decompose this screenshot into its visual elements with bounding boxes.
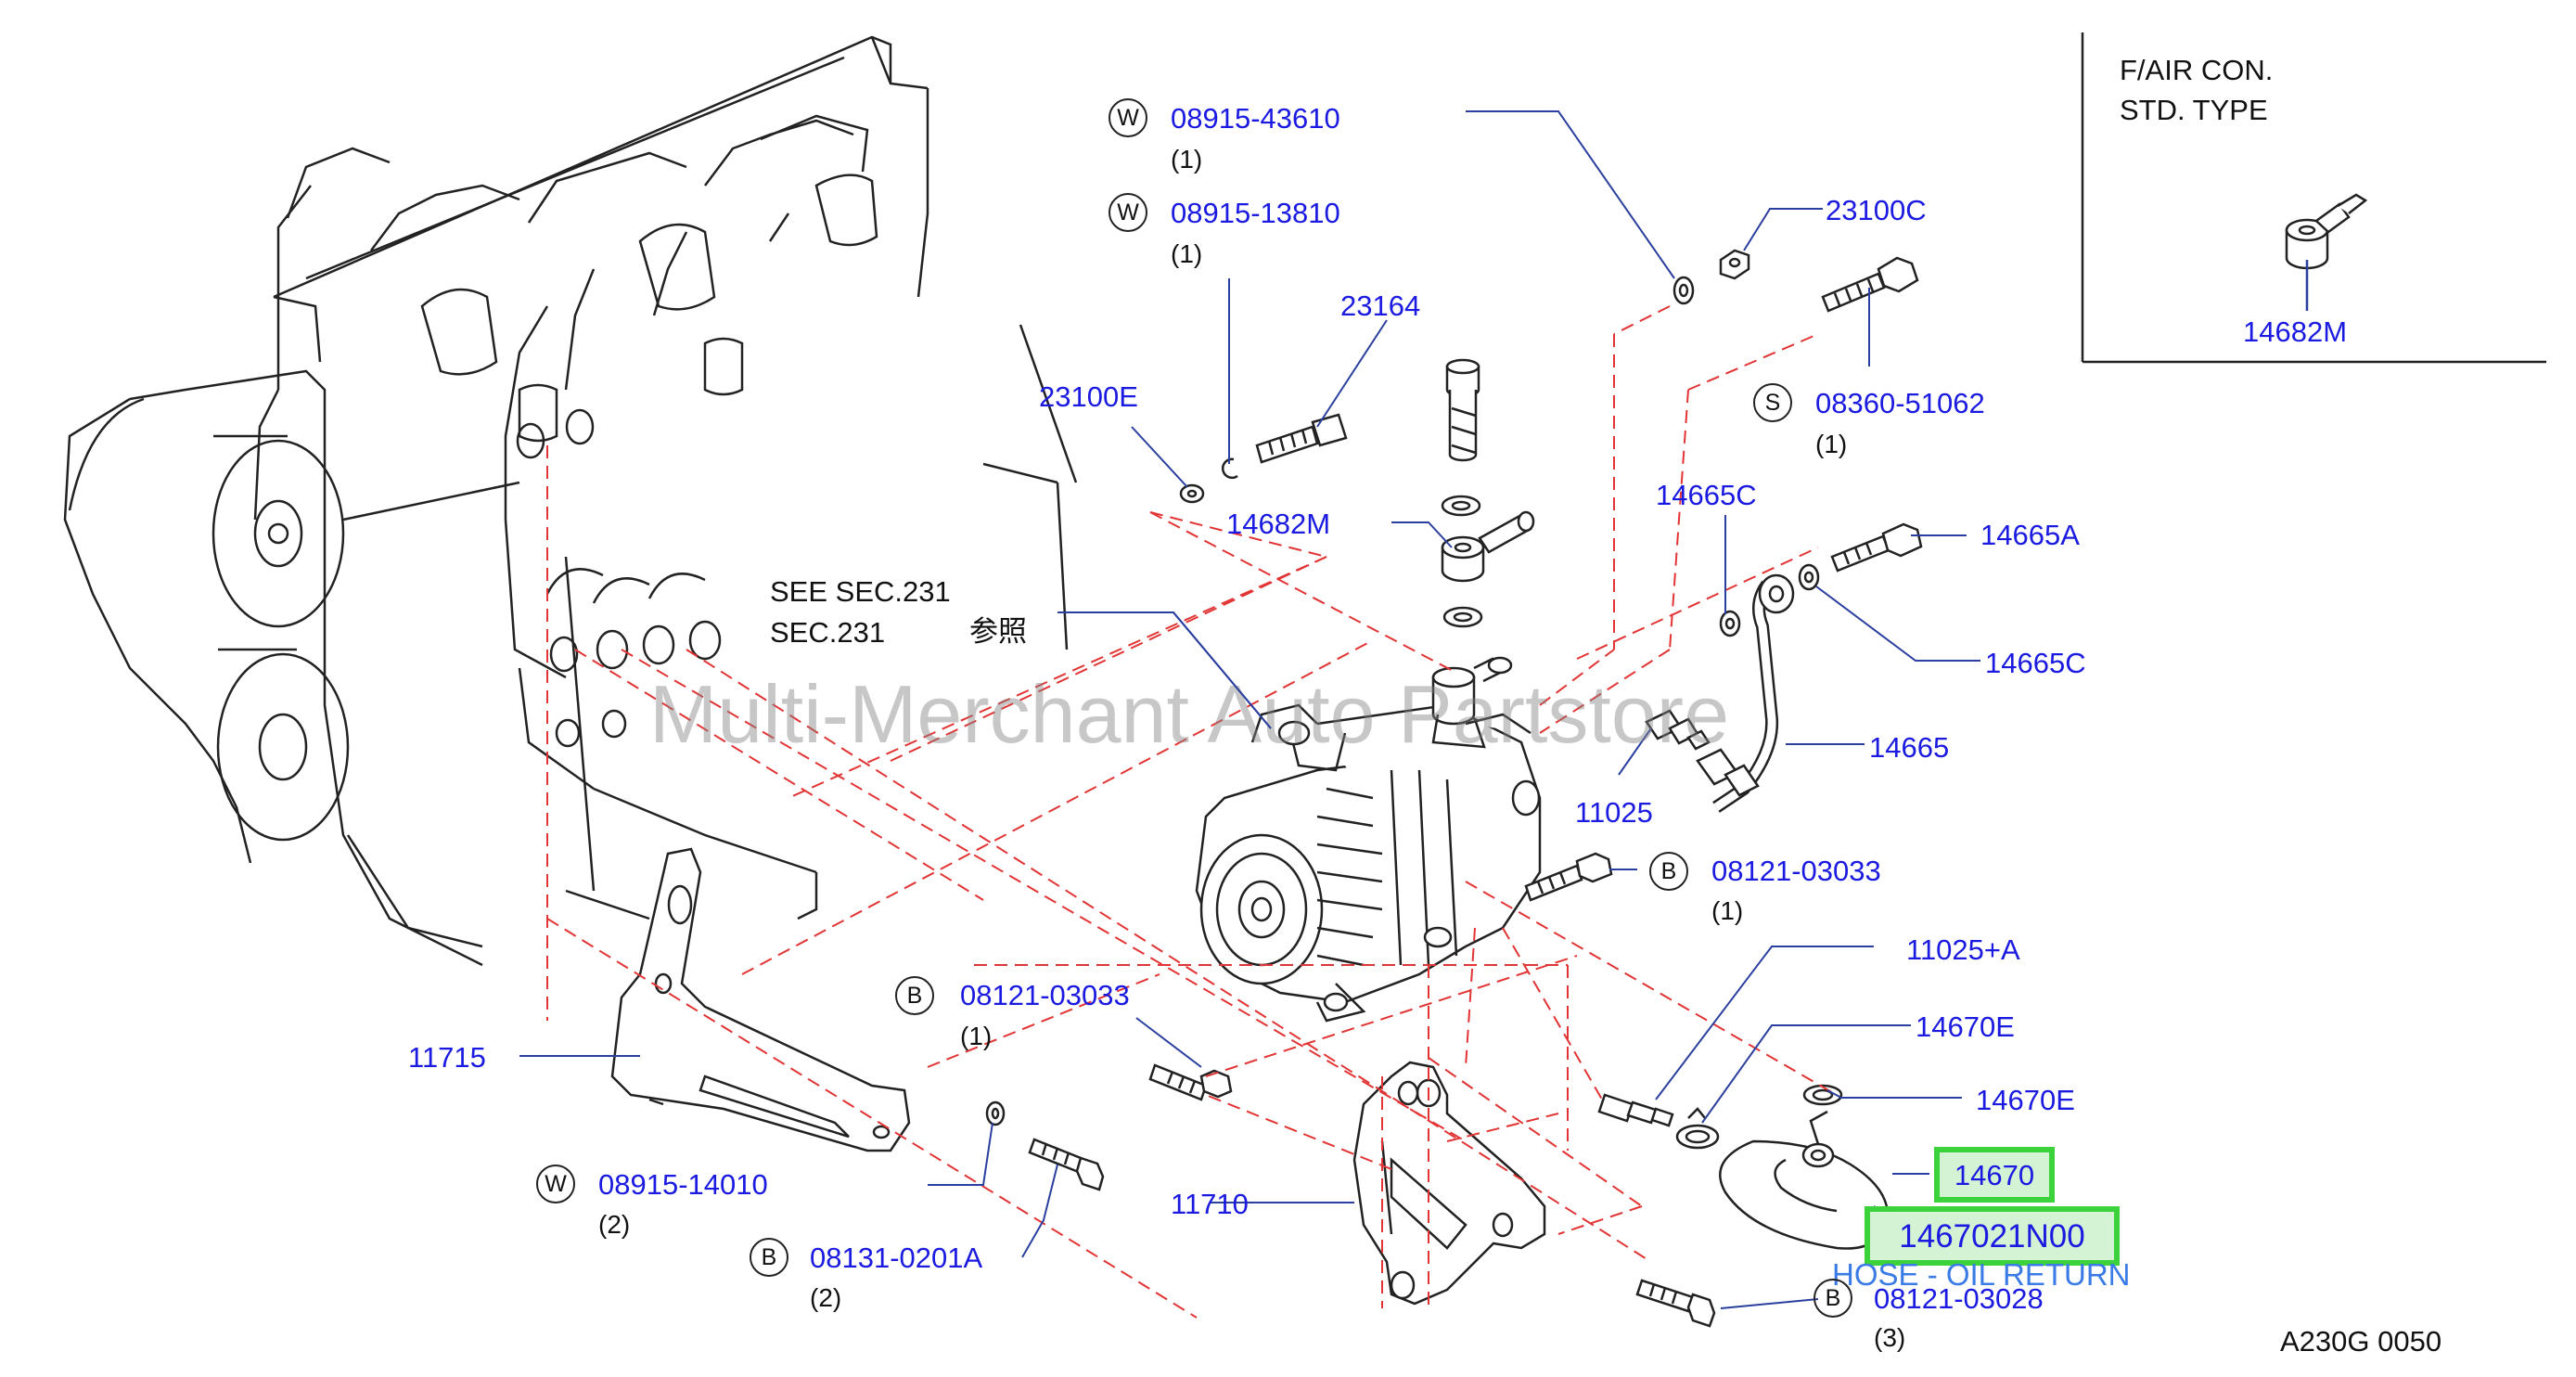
part-label-14682M[interactable]: 14682M	[1226, 508, 1331, 540]
qty-08915-14010: (2)	[598, 1210, 631, 1239]
watermark: Multi-Merchant Auto Partstore	[649, 668, 1730, 760]
part-label-23100C[interactable]: 23100C	[1826, 194, 1927, 226]
part-label-14670E-lower[interactable]: 14670E	[1976, 1084, 2075, 1116]
inset-frame	[2081, 32, 2546, 364]
see-section-ref-line1: SEE SEC.231	[770, 575, 951, 608]
part-label-08360-51062[interactable]: 08360-51062	[1815, 387, 1985, 419]
bolt-symbol: B	[1649, 852, 1688, 891]
part-label-23164[interactable]: 23164	[1340, 290, 1421, 322]
part-label-14665A[interactable]: 14665A	[1980, 519, 2080, 551]
inset-title-line2: STD. TYPE	[2120, 94, 2268, 126]
bolt-symbol: B	[750, 1238, 788, 1277]
hose-description: HOSE - OIL RETURN	[1832, 1257, 2131, 1292]
see-section-ref-line2: SEC.231	[770, 616, 886, 649]
part-label-08121-03028[interactable]: 08121-03028	[1874, 1282, 2044, 1315]
washer-symbol: W	[1109, 98, 1147, 137]
qty-08121-03028: (3)	[1874, 1323, 1906, 1352]
inset-title-line1: F/AIR CON.	[2120, 54, 2274, 86]
part-label-08121-03033-right[interactable]: 08121-03033	[1711, 855, 1881, 887]
bracket-11710-drawing	[1352, 1061, 1546, 1306]
engine-block-drawing	[63, 35, 1078, 967]
inset-eye-fitting-drawing	[2285, 193, 2368, 311]
compressor-drawing	[1195, 656, 1542, 1023]
diagram-code: A230G 0050	[2280, 1325, 2442, 1358]
part-number-1467021N00-highlight[interactable]: 1467021N00	[1865, 1206, 2120, 1266]
bracket-11715-drawing	[610, 847, 911, 1152]
leader-lines	[519, 110, 1980, 1309]
bolt-symbol: B	[895, 976, 934, 1015]
washer-symbol: W	[1109, 193, 1147, 232]
part-label-11025-A[interactable]: 11025+A	[1906, 933, 2020, 966]
screw-symbol: S	[1753, 383, 1792, 422]
small-parts-drawing	[985, 249, 1923, 1328]
part-label-14670E-upper[interactable]: 14670E	[1916, 1010, 2015, 1043]
washer-symbol: W	[536, 1165, 575, 1203]
bolt-symbol: B	[1813, 1279, 1852, 1318]
see-section-ref-jp: 参照	[969, 615, 1027, 649]
part-label-14670-highlight[interactable]: 14670	[1934, 1147, 2055, 1203]
part-label-08121-03033-left[interactable]: 08121-03033	[960, 979, 1130, 1011]
part-label-11710[interactable]: 11710	[1171, 1188, 1249, 1220]
part-label-11025[interactable]: 11025	[1575, 796, 1653, 829]
inset-part-label[interactable]: 14682M	[2243, 315, 2348, 348]
qty-08360-51062: (1)	[1815, 430, 1848, 458]
part-label-11715[interactable]: 11715	[408, 1041, 486, 1074]
part-label-14665C-lower[interactable]: 14665C	[1985, 647, 2086, 679]
qty-08131-0201A: (2)	[810, 1283, 842, 1312]
part-label-23100E[interactable]: 23100E	[1039, 380, 1138, 413]
qty-08915-43610: (1)	[1171, 145, 1203, 174]
part-label-08915-43610[interactable]: 08915-43610	[1171, 102, 1340, 135]
part-label-08131-0201A[interactable]: 08131-0201A	[810, 1242, 983, 1274]
part-label-08915-13810[interactable]: 08915-13810	[1171, 197, 1340, 229]
qty-08121-03033-right: (1)	[1711, 896, 1744, 925]
part-label-08915-14010[interactable]: 08915-14010	[598, 1168, 768, 1201]
part-label-14665C-upper[interactable]: 14665C	[1656, 479, 1757, 511]
qty-08915-13810: (1)	[1171, 239, 1203, 268]
part-label-14665[interactable]: 14665	[1869, 731, 1950, 764]
qty-08121-03033-left: (1)	[960, 1022, 993, 1050]
